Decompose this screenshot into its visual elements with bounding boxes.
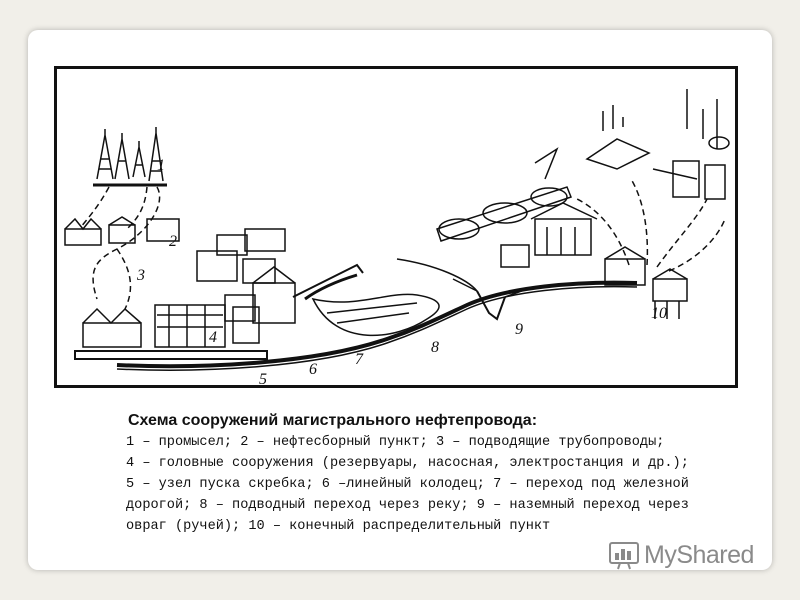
slide: 1 2 3 4 5 6 7 8 9 10 Схема сооружений ма… bbox=[28, 30, 772, 570]
oil-derricks-icon bbox=[93, 127, 167, 187]
diagram-drawing bbox=[64, 89, 730, 371]
caption-line: 5 – узел пуска скребка; 6 –линейный коло… bbox=[126, 477, 689, 492]
callout-4: 4 bbox=[209, 329, 217, 346]
callout-10: 10 bbox=[651, 305, 667, 322]
myshared-watermark[interactable]: MyShared bbox=[608, 538, 754, 572]
pump-station-icon bbox=[500, 202, 598, 268]
callout-8: 8 bbox=[431, 339, 439, 356]
caption-title: Схема сооружений магистрального нефтепро… bbox=[128, 412, 538, 429]
refinery-icon bbox=[585, 89, 730, 200]
figure-caption: Схема сооружений магистрального нефтепро… bbox=[126, 410, 756, 537]
gathering-point-icon bbox=[64, 216, 180, 246]
callout-3: 3 bbox=[137, 267, 145, 284]
callout-2: 2 bbox=[169, 233, 177, 250]
callout-9: 9 bbox=[515, 321, 523, 338]
callout-7: 7 bbox=[355, 351, 363, 368]
caption-line: овраг (ручей); 10 – конечный распределит… bbox=[126, 519, 551, 534]
caption-line: дорогой; 8 – подводный переход через рек… bbox=[126, 498, 689, 513]
callout-1: 1 bbox=[157, 157, 165, 174]
callout-6: 6 bbox=[309, 361, 317, 378]
caption-line: 1 – промысел; 2 – нефтесборный пункт; 3 … bbox=[126, 435, 665, 450]
watermark-brand: MyShared bbox=[644, 540, 754, 569]
myshared-logo-icon bbox=[609, 542, 639, 570]
town-buildings-icon bbox=[196, 228, 296, 324]
terminal-point-icon bbox=[604, 246, 688, 319]
head-facilities-icon bbox=[74, 304, 268, 360]
rail-tank-cars-icon bbox=[436, 147, 572, 242]
callout-5: 5 bbox=[259, 371, 267, 388]
pipeline-diagram: 1 2 3 4 5 6 7 8 9 10 bbox=[54, 66, 738, 388]
caption-line: 4 – головные сооружения (резервуары, нас… bbox=[126, 456, 689, 471]
